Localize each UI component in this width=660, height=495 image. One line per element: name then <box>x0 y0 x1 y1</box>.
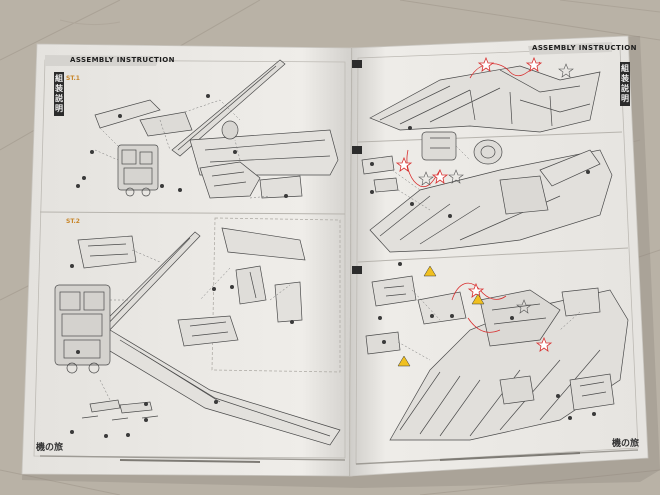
left-header: ASSEMBLY INSTRUCTION <box>70 56 175 64</box>
step-2-label: ST.2 <box>66 218 80 225</box>
right-header: ASSEMBLY INSTRUCTION <box>532 44 637 52</box>
right-page <box>349 35 649 477</box>
right-vertical-title: 組装説明 <box>620 62 630 106</box>
left-page <box>21 43 353 477</box>
left-footer-logo: 機の旅 <box>36 443 64 453</box>
left-vertical-title: 組装説明 <box>54 72 64 116</box>
right-footer-logo: 機の旅 <box>612 439 640 449</box>
step-1-label: ST.1 <box>66 75 80 82</box>
